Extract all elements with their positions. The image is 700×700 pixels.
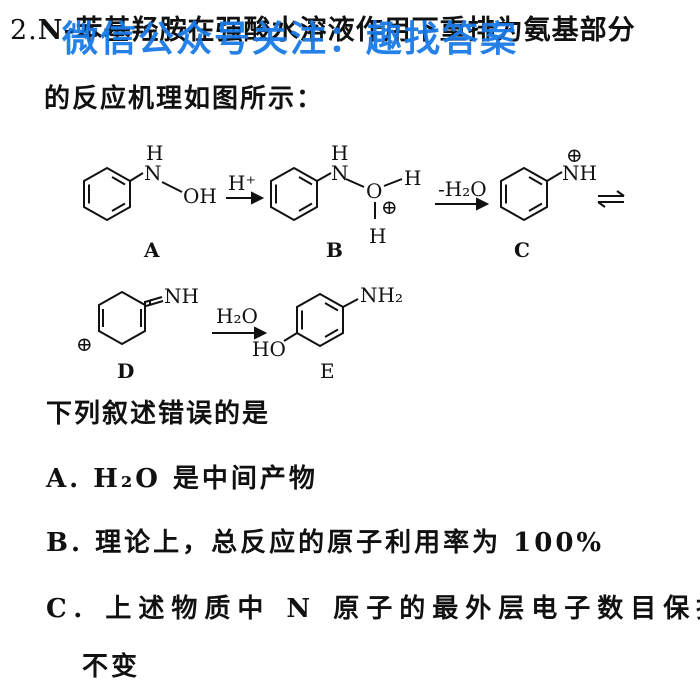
molecule-c-atom-nh: NH — [562, 161, 597, 185]
molecule-b-charge: ⊕ — [381, 195, 398, 219]
molecule-a-label: A — [143, 238, 160, 262]
option-c[interactable]: C. 上述物质中 N 原子的最外层电子数目保持 — [46, 594, 700, 624]
molecule-d-charge: ⊕ — [76, 332, 93, 356]
option-c-continuation: 不变 — [82, 652, 141, 682]
reaction-scheme: H N OH A H⁺ H N O H ⊕ H B -H₂O ⊕ NH C NH… — [76, 141, 625, 383]
reagent-h-plus: H⁺ — [228, 171, 256, 195]
molecule-c-label: C — [514, 238, 530, 262]
question-stem: 下列叙述错误的是 — [46, 399, 271, 429]
molecule-b-atom-o: O — [366, 179, 382, 203]
watermark-text: 微信公众号关注：趣找答案 — [62, 19, 519, 60]
question-intro-text: N-苯基羟胺在强酸水溶液作用下重排为氨基部分 — [37, 15, 636, 46]
option-a[interactable]: A. H₂O 是中间产物 — [46, 464, 318, 494]
question-line-1: 2.N-苯基羟胺在强酸水溶液作用下重排为氨基部分 — [10, 8, 700, 47]
option-b[interactable]: B. 理论上，总反应的原子利用率为 100% — [46, 528, 605, 558]
molecule-d-atom-nh: NH — [164, 284, 199, 308]
molecule-e-atom-ho: HO — [252, 337, 286, 361]
molecule-b-label: B — [326, 238, 343, 262]
molecule-c-charge: ⊕ — [566, 143, 583, 167]
molecule-b-atom-h-bottom: H — [369, 224, 386, 248]
molecule-a-atom-h: H — [146, 141, 163, 165]
molecule-e-atom-nh2: NH₂ — [360, 283, 403, 307]
molecule-a-atom-oh: OH — [183, 184, 217, 208]
question-number: 2. — [10, 15, 38, 46]
molecule-b-atom-h-right: H — [404, 166, 421, 190]
molecule-a-atom-n: N — [144, 161, 162, 185]
molecule-d-label: D — [117, 359, 134, 383]
molecule-e-label: E — [320, 359, 335, 383]
question-line-2: 的反应机理如图所示： — [44, 84, 325, 114]
molecule-b-atom-h-top: H — [331, 141, 348, 165]
reagent-water: H₂O — [216, 304, 258, 328]
reagent-minus-water: -H₂O — [438, 177, 487, 201]
molecule-b-atom-n: N — [331, 161, 349, 185]
